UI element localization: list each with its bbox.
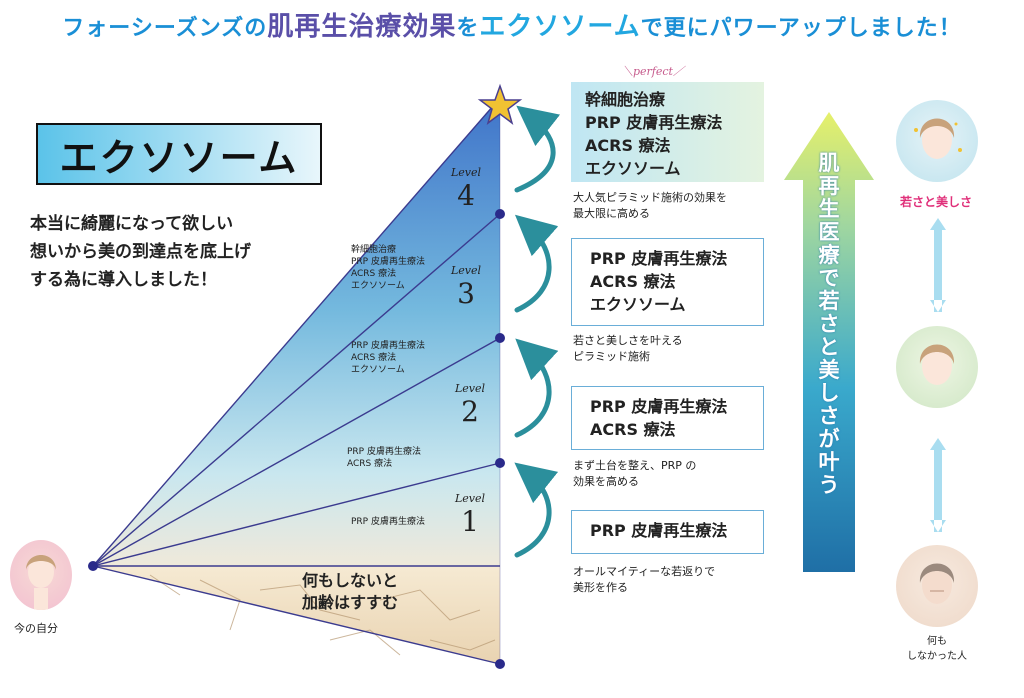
desc-line: オールマイティーな若返りで: [573, 565, 716, 578]
title-highlight-treatment: 肌再生治療効果: [267, 12, 457, 42]
face-icon: [919, 344, 955, 385]
step-label-4: 幹細胞治療 PRP 皮膚再生療法 ACRS 療法 エクソソーム: [351, 244, 425, 292]
face-connectors: [930, 218, 946, 532]
brand-text: エクソソーム: [59, 135, 299, 180]
face-icon: [26, 555, 56, 610]
level-marker-2: Level 2: [450, 382, 490, 428]
desc-line: 若さと美しさを叶える: [573, 334, 683, 347]
star-icon: [477, 83, 523, 125]
desert-line: 何もしないと: [302, 571, 399, 590]
upward-arrow: [784, 112, 874, 572]
level-dots: [88, 209, 505, 669]
treatment-name: エクソソーム: [585, 159, 681, 178]
treatment-name: PRP 皮膚再生療法: [590, 397, 728, 416]
self-label: 今の自分: [14, 622, 58, 635]
desert-cracks: [149, 574, 496, 656]
step-label-line: PRP 皮膚再生療法: [347, 447, 421, 457]
step-label-line: 幹細胞治療: [351, 245, 397, 255]
step-label-line: PRP 皮膚再生療法: [351, 517, 425, 527]
treatment-name: PRP 皮膚再生療法: [585, 113, 723, 132]
young-face-avatar: [896, 100, 978, 182]
page-title: フォーシーズンズの肌再生治療効果をエクソソームで更にパワーアップしました！: [0, 6, 1024, 43]
title-part3: で更にパワーアップしました！: [640, 16, 962, 41]
old-label: 何も しなかった人: [896, 632, 978, 662]
step-label-line: エクソソーム: [351, 365, 405, 375]
level-number: 1: [461, 505, 479, 538]
level-2-description: まず土台を整え、PRP の 効果を高める: [573, 458, 696, 490]
rail-label: 肌再生医療で若さと美しさが叶う: [818, 151, 840, 497]
intro-line: 本当に綺麗になって欲しい: [30, 214, 234, 234]
level-3-box: PRP 皮膚再生療法 ACRS 療法 エクソソーム: [571, 238, 764, 326]
desc-line: 最大限に高める: [573, 207, 650, 220]
step-label-line: ACRS 療法: [347, 459, 393, 469]
treatment-name: PRP 皮膚再生療法: [590, 249, 728, 268]
treatment-name: PRP 皮膚再生療法: [590, 521, 728, 540]
desc-line: 大人気ピラミッド施術の効果を: [573, 191, 727, 204]
treatment-name: ACRS 療法: [590, 272, 676, 291]
desert-text: 何もしないと 加齢はすすむ: [302, 570, 398, 614]
desc-line: 効果を高める: [573, 475, 639, 488]
face-icon: [919, 563, 955, 604]
rail-text: 肌再生医療で若さと美しさが叶う: [814, 152, 844, 497]
fan-lines: [92, 97, 501, 665]
young-label: 若さと美しさ: [899, 195, 972, 209]
desc-line: 美形を作る: [573, 581, 628, 594]
step-label-line: エクソソーム: [351, 281, 405, 291]
level-word: Level: [454, 492, 486, 505]
level-word: Level: [450, 264, 482, 277]
step-label-2: PRP 皮膚再生療法 ACRS 療法: [347, 446, 421, 470]
level-marker-4: Level 4: [446, 166, 486, 212]
level-1-box: PRP 皮膚再生療法: [571, 510, 764, 554]
desc-line: まず土台を整え、PRP の: [573, 459, 697, 472]
level-1-description: オールマイティーな若返りで 美形を作る: [573, 564, 715, 596]
perfect-label: ＼perfect／: [622, 65, 684, 78]
level-word: Level: [450, 166, 482, 179]
treatment-name: エクソソーム: [590, 295, 686, 314]
old-face-avatar: [896, 545, 978, 627]
level-word: Level: [454, 382, 486, 395]
middle-face-avatar: [896, 326, 978, 408]
step-label-1: PRP 皮膚再生療法: [351, 516, 425, 528]
level-4-box: 幹細胞治療 PRP 皮膚再生療法 ACRS 療法 エクソソーム: [571, 82, 764, 182]
step-label-line: ACRS 療法: [351, 269, 397, 279]
step-label-line: ACRS 療法: [351, 353, 397, 363]
intro-text: 本当に綺麗になって欲しい 想いから美の到達点を底上げ する為に導入しました！: [30, 210, 310, 294]
treatment-name: ACRS 療法: [585, 136, 671, 155]
treatment-name: 幹細胞治療: [585, 90, 666, 109]
level-2-box: PRP 皮膚再生療法 ACRS 療法: [571, 386, 764, 450]
treatment-name: ACRS 療法: [590, 420, 676, 439]
old-label-line: 何も: [927, 636, 947, 647]
progress-arrows: [514, 105, 561, 558]
level-marker-3: Level 3: [446, 264, 486, 310]
level-3-description: 若さと美しさを叶える ピラミッド施術: [573, 333, 683, 365]
step-label-line: PRP 皮膚再生療法: [351, 257, 425, 267]
intro-line: する為に導入しました！: [30, 270, 217, 290]
step-label-line: PRP 皮膚再生療法: [351, 341, 425, 351]
level-marker-1: Level 1: [450, 492, 490, 538]
old-label-line: しなかった人: [907, 651, 967, 662]
desert-line: 加齢はすすむ: [302, 593, 399, 612]
face-icon: [914, 118, 962, 159]
level-number: 3: [457, 277, 475, 310]
level-number: 2: [461, 395, 479, 428]
step-label-3: PRP 皮膚再生療法 ACRS 療法 エクソソーム: [351, 340, 425, 376]
level-4-description: 大人気ピラミッド施術の効果を 最大限に高める: [573, 190, 727, 222]
level-number: 4: [457, 179, 475, 212]
title-part1: フォーシーズンズの: [62, 16, 268, 41]
title-part2: を: [456, 16, 480, 41]
brand-box: エクソソーム: [36, 123, 322, 185]
intro-line: 想いから美の到達点を底上げ: [30, 242, 251, 262]
title-highlight-exosome: エクソソーム: [479, 12, 641, 42]
self-avatar: [10, 540, 72, 610]
desc-line: ピラミッド施術: [573, 350, 650, 363]
